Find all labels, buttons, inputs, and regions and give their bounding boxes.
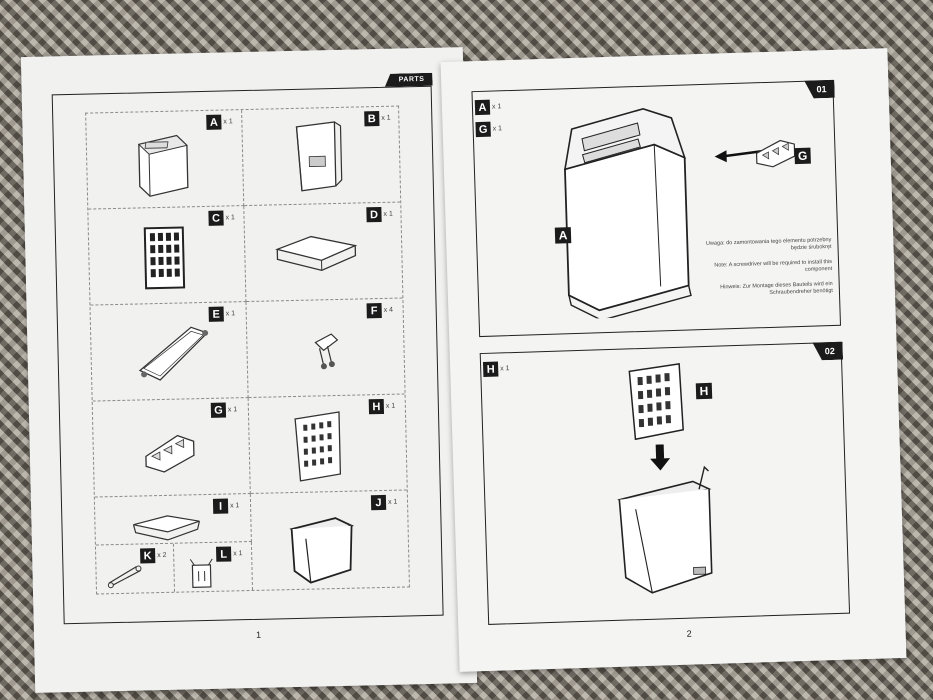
callout-g: G <box>794 147 811 165</box>
bin-frame-illustration <box>617 465 713 594</box>
arrow-icon <box>714 149 763 163</box>
part-letter: B <box>364 110 380 127</box>
part-letter: H <box>482 361 499 377</box>
part-qty: x 1 <box>227 406 238 414</box>
grid-panel-illustration <box>143 226 186 290</box>
clip-illustration <box>314 333 339 370</box>
part-qty: x 1 <box>225 310 236 318</box>
part-label-i: I x 1 <box>212 498 240 514</box>
tray-holder-illustration <box>145 434 195 473</box>
part-label-a: A x 1 <box>206 114 233 130</box>
parts-tag: PARTS <box>385 73 433 87</box>
step-number: 01 <box>804 80 835 99</box>
page-number: 1 <box>255 629 262 640</box>
parts-grid: A x 1 B x 1 C x 1 D x 1 E x 1 F x 4 <box>85 105 410 595</box>
part-qty: x 1 <box>225 214 235 222</box>
part-qty: x 1 <box>383 210 393 218</box>
part-letter: A <box>206 114 222 130</box>
part-label-b: B x 1 <box>364 110 391 127</box>
part-qty: x 1 <box>385 402 396 410</box>
part-label-h: H x 1 <box>368 398 396 415</box>
callout-h: H <box>695 382 713 400</box>
small-tray-illustration <box>132 515 201 541</box>
part-letter: H <box>368 398 385 415</box>
part-label-d: D x 1 <box>366 206 393 223</box>
part-qty: x 1 <box>492 125 503 133</box>
callout-a: A <box>554 227 572 244</box>
vent-panel-illustration <box>294 411 342 482</box>
part-letter: F <box>366 302 382 319</box>
bin-assembly-illustration <box>563 107 692 320</box>
inner-frame-illustration <box>295 121 343 192</box>
part-qty: x 1 <box>387 498 398 506</box>
step2-part-h: H x 1 <box>482 361 510 377</box>
part-letter: I <box>212 498 229 514</box>
bucket-illustration <box>289 517 355 584</box>
down-arrow-icon <box>650 444 671 471</box>
part-label-g: G x 1 <box>210 402 238 418</box>
step-1-panel: 01 A x 1 G x 1 A G Uwaga: do zamontowani… <box>471 80 842 338</box>
tray-frame-illustration <box>275 235 358 272</box>
part-qty: x 1 <box>491 103 502 111</box>
step1-part-g: G x 1 <box>475 121 503 138</box>
part-letter: G <box>475 121 491 138</box>
screwdriver-note-en: Note: A screwdriver will be required to … <box>714 258 833 273</box>
lid-frame-illustration <box>138 326 209 381</box>
step-2-panel: 02 H x 1 H <box>479 342 851 625</box>
bin-body-illustration <box>137 134 189 197</box>
part-qty: x 4 <box>383 306 394 314</box>
vent-panel-h-illustration <box>628 362 684 441</box>
parts-page: PARTS A x 1 B x 1 C <box>20 47 478 693</box>
step-number: 02 <box>813 342 844 361</box>
step1-part-a: A x 1 <box>474 99 502 116</box>
tray-holder-g-illustration <box>755 139 796 168</box>
part-letter: D <box>366 206 382 223</box>
part-label-c: C x 1 <box>208 210 235 226</box>
part-qty: x 1 <box>233 550 243 558</box>
part-label-j: J x 1 <box>370 494 398 511</box>
part-qty: x 1 <box>230 502 240 510</box>
spring-rod-illustration <box>107 565 142 589</box>
part-letter: C <box>208 210 224 226</box>
screwdriver-note-de: Hinweis: Zur Montage dieses Bauteils wir… <box>720 280 834 296</box>
part-qty: x 1 <box>223 118 233 126</box>
page-number: 2 <box>686 628 692 639</box>
screwdriver-note-pl: Uwaga: do zamontowania tego elementu pot… <box>705 236 832 252</box>
part-letter: J <box>370 494 387 511</box>
part-letter: A <box>474 99 491 116</box>
part-letter: G <box>210 402 227 418</box>
liner-holder-illustration <box>189 558 213 588</box>
assembly-page: 01 A x 1 G x 1 A G Uwaga: do zamontowani… <box>440 48 907 672</box>
part-qty: x 1 <box>381 114 391 122</box>
parts-frame: PARTS A x 1 B x 1 C <box>51 86 444 625</box>
part-label-f: F x 4 <box>366 302 394 319</box>
part-qty: x 1 <box>500 365 510 373</box>
part-qty: x 2 <box>157 551 167 560</box>
